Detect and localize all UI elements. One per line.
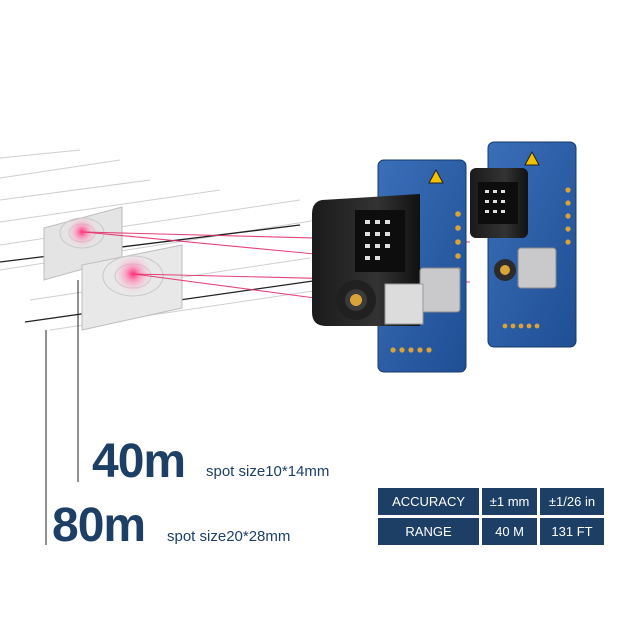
distance-80m: 80m: [52, 499, 146, 552]
spec-table: ACCURACY ±1 mm ±1/26 in RANGE 40 M 131 F…: [375, 485, 607, 548]
laser-warning-icon: [524, 150, 540, 166]
spec-label-range: RANGE: [378, 518, 480, 545]
spot-size-80m: spot size20*28mm: [167, 528, 291, 545]
spec-row-accuracy: ACCURACY ±1 mm ±1/26 in: [378, 488, 604, 515]
spec-label-accuracy: ACCURACY: [378, 488, 480, 515]
sensor-module-front: [312, 159, 467, 373]
laser-beams: [83, 231, 471, 299]
laser-warning-icon: [428, 168, 444, 184]
spec-imperial-accuracy: ±1/26 in: [540, 488, 604, 515]
spec-row-range: RANGE 40 M 131 FT: [378, 518, 604, 545]
laser-spot-80m: [113, 254, 153, 294]
spec-imperial-range: 131 FT: [540, 518, 604, 545]
distance-40m: 40m: [92, 435, 186, 488]
spec-metric-range: 40 M: [482, 518, 538, 545]
spec-metric-accuracy: ±1 mm: [482, 488, 538, 515]
target-card-80m: [81, 244, 183, 331]
spot-size-40m: spot size10*14mm: [206, 463, 330, 480]
sensor-module-rear: [470, 141, 577, 348]
laser-spot-40m: [66, 216, 98, 248]
distance-markers: [45, 280, 79, 545]
